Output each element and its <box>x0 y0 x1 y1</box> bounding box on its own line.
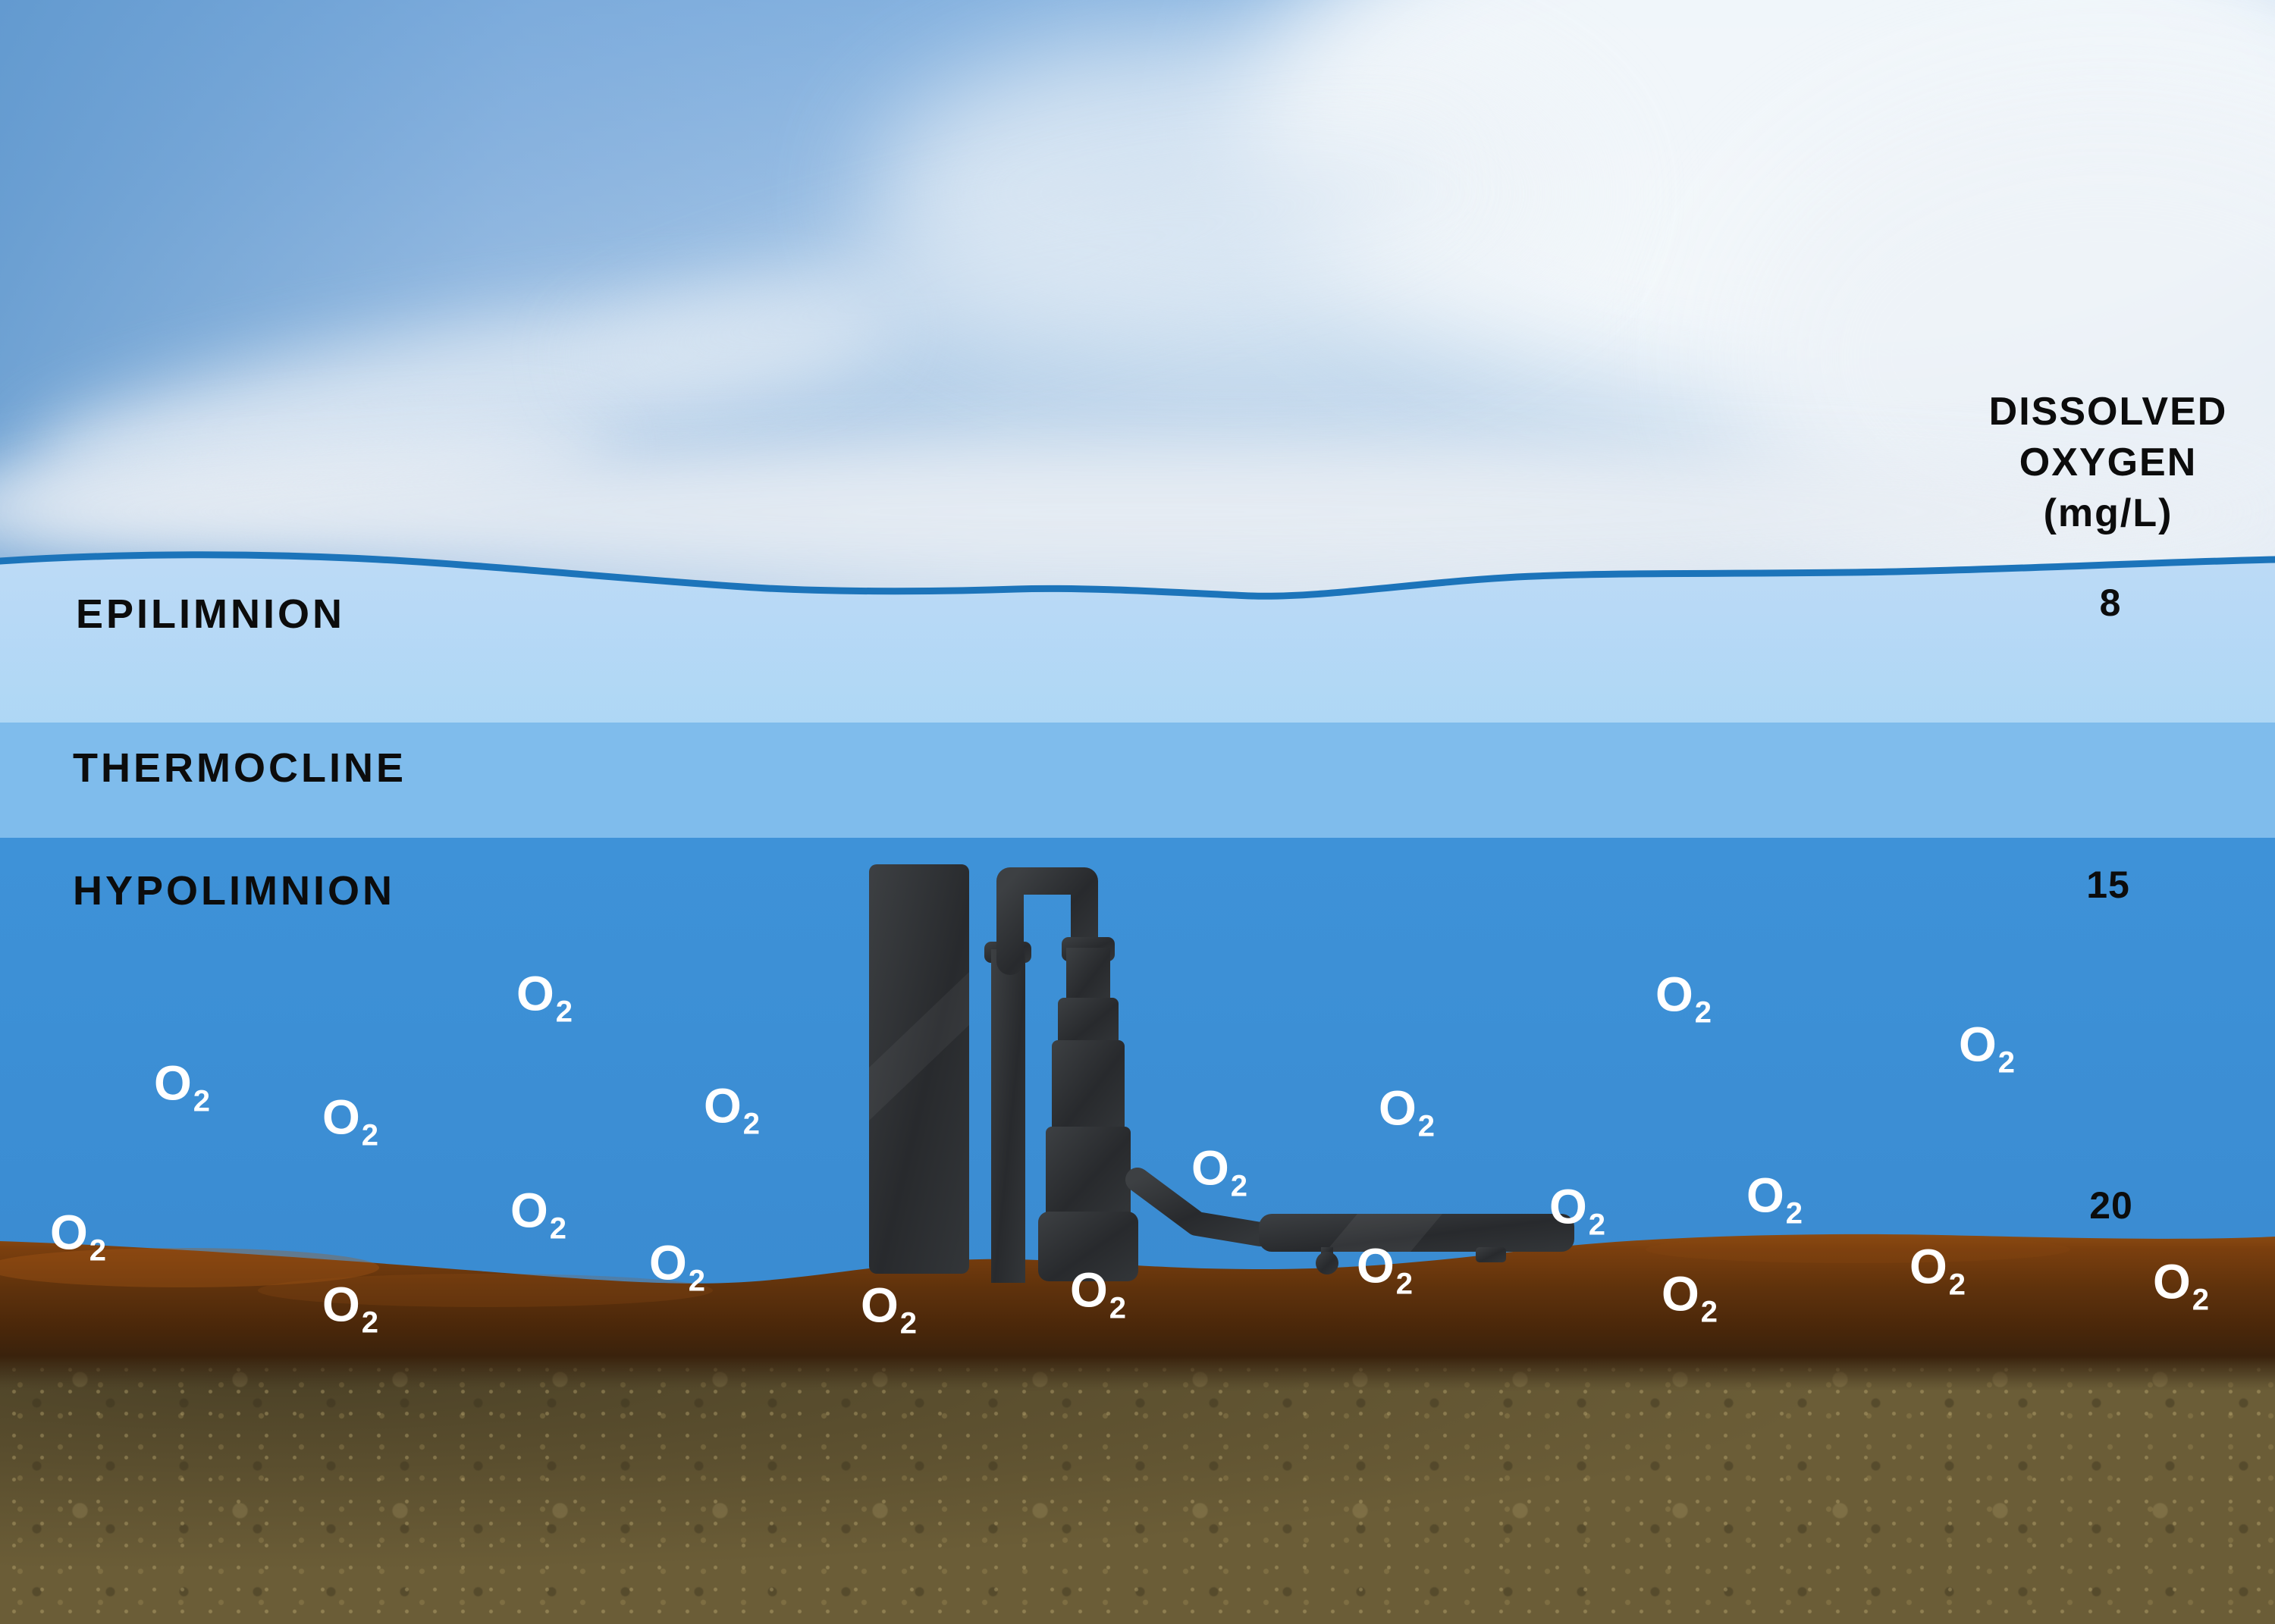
thermocline-label: THERMOCLINE <box>73 745 406 791</box>
do-value-epilimnion: 8 <box>2099 582 2122 624</box>
o2-molecule-label: O2 <box>1378 1080 1435 1142</box>
sediment-highlight <box>1646 1236 2070 1263</box>
o2-subscript: 2 <box>1230 1169 1248 1203</box>
epilimnion-layer <box>0 554 2275 726</box>
o2-subscript: 2 <box>1395 1267 1414 1301</box>
o2-subscript: 2 <box>688 1264 706 1298</box>
o2-subscript: 2 <box>361 1118 379 1152</box>
o2-molecule-label: O2 <box>1356 1238 1413 1300</box>
o2-subscript: 2 <box>1694 995 1712 1030</box>
o2-subscript: 2 <box>899 1306 918 1340</box>
horizon-haze <box>0 447 2275 576</box>
outlet-pipe-icon <box>1125 1168 1272 1246</box>
o2-symbol: O <box>49 1205 88 1260</box>
o2-subscript: 2 <box>549 1212 567 1246</box>
do-value-hypolimnion: 15 <box>2086 864 2130 906</box>
o2-symbol: O <box>1746 1168 1784 1223</box>
diffuser-cylinder-icon <box>1259 1214 1574 1252</box>
o2-molecule-label: O2 <box>1661 1266 1718 1328</box>
sediment-highlight <box>0 1248 379 1287</box>
o2-symbol: O <box>2152 1254 2191 1309</box>
dissolved-oxygen-title-line2: OXYGEN <box>2019 440 2198 484</box>
o2-subscript: 2 <box>1785 1196 1803 1231</box>
o2-molecule-label: O2 <box>322 1277 378 1338</box>
sky-background <box>0 0 2275 758</box>
o2-molecule-label: O2 <box>1958 1017 2015 1078</box>
o2-molecule-label: O2 <box>648 1235 705 1296</box>
o2-molecule-label: O2 <box>153 1055 210 1117</box>
o2-subscript: 2 <box>1417 1109 1436 1143</box>
o2-molecule-label: O2 <box>510 1183 566 1244</box>
diffuser-foot <box>1476 1247 1506 1262</box>
water-surface-line <box>0 551 2275 600</box>
o2-symbol: O <box>510 1183 548 1238</box>
o2-molecule-label: O2 <box>1069 1262 1126 1324</box>
o2-subscript: 2 <box>193 1084 211 1118</box>
o2-molecule-label: O2 <box>2152 1254 2209 1315</box>
riser-pipe-icon <box>991 949 1025 1283</box>
sediment-highlight <box>258 1274 713 1307</box>
dissolved-oxygen-title-line1: DISSOLVED <box>1988 390 2228 434</box>
o2-subscript: 2 <box>1700 1295 1718 1329</box>
o2-molecule-label: O2 <box>1549 1179 1605 1240</box>
o2-molecule-label: O2 <box>1909 1239 1966 1300</box>
o2-molecule-label: O2 <box>1191 1140 1247 1202</box>
do-value-bottom: 20 <box>2089 1184 2133 1227</box>
o2-symbol: O <box>153 1055 192 1111</box>
o2-molecule-label: O2 <box>1655 967 1712 1028</box>
o2-subscript: 2 <box>89 1234 107 1268</box>
o2-subscript: 2 <box>1948 1268 1966 1302</box>
o2-molecule-label: O2 <box>703 1078 760 1140</box>
o2-symbol: O <box>703 1078 742 1133</box>
epilimnion-label: EPILIMNION <box>76 591 346 637</box>
o2-symbol: O <box>1909 1239 1947 1294</box>
o2-symbol: O <box>1655 967 1693 1022</box>
o2-molecule-label: O2 <box>860 1278 917 1339</box>
o2-molecule-label: O2 <box>50 1209 106 1266</box>
tower-sheen <box>869 972 969 1121</box>
o2-molecule-label: O2 <box>322 1089 378 1151</box>
o2-subscript: 2 <box>1109 1291 1127 1325</box>
sediment-layer <box>0 1234 2275 1391</box>
cone-tower-icon <box>1038 937 1138 1281</box>
o2-symbol: O <box>860 1278 899 1333</box>
o2-symbol: O <box>516 966 554 1021</box>
dissolved-oxygen-title-line3: (mg/L) <box>2043 491 2173 535</box>
o2-symbol: O <box>1661 1266 1699 1321</box>
o2-symbol: O <box>1069 1262 1108 1318</box>
o2-subscript: 2 <box>1588 1208 1606 1242</box>
o2-molecule-label: O2 <box>1746 1168 1803 1229</box>
o2-subscript: 2 <box>555 995 573 1029</box>
o2-symbol: O <box>1356 1238 1395 1293</box>
diffuser-foot <box>1316 1252 1338 1274</box>
o2-symbol: O <box>1191 1140 1229 1196</box>
oxygen-tower-icon <box>869 864 969 1274</box>
o2-subscript: 2 <box>1997 1046 2016 1080</box>
o2-subscript: 2 <box>2192 1283 2210 1317</box>
o2-symbol: O <box>1549 1179 1587 1234</box>
o2-subscript: 2 <box>742 1107 761 1141</box>
cylinder-sheen <box>1326 1214 1442 1252</box>
o2-symbol: O <box>322 1089 360 1145</box>
u-pipe-icon <box>996 867 1098 975</box>
o2-symbol: O <box>322 1277 360 1332</box>
oxygenation-system-silhouette <box>869 864 1574 1283</box>
thermocline-layer <box>0 723 2275 838</box>
hypolimnion-label: HYPOLIMNION <box>73 868 396 914</box>
dissolved-oxygen-title: DISSOLVED OXYGEN (mg/L) <box>1930 387 2275 539</box>
o2-subscript: 2 <box>361 1306 379 1340</box>
o2-symbol: O <box>1958 1017 1997 1072</box>
o2-symbol: O <box>1378 1080 1417 1136</box>
o2-symbol: O <box>648 1235 687 1290</box>
o2-molecule-label: O2 <box>516 966 573 1027</box>
